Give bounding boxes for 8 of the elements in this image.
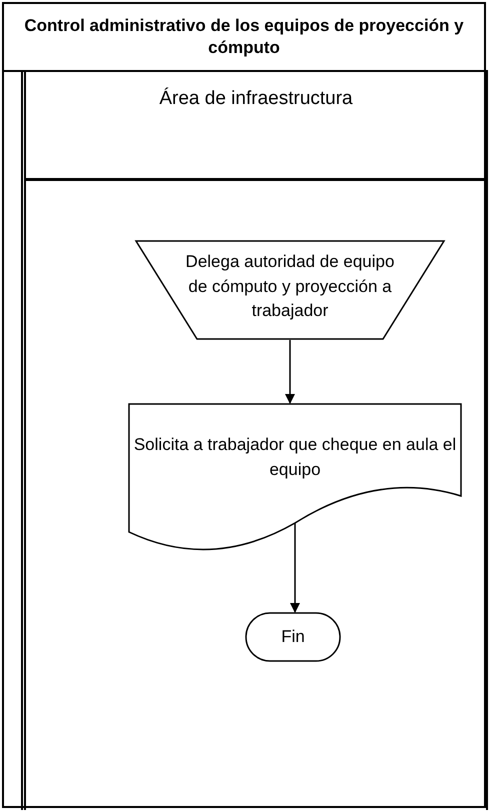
diagram-title: Control administrativo de los equipos de proyección y cómputo (23, 14, 465, 59)
lane-title: Área de infraestructura (159, 88, 353, 110)
node-label: Delega autoridad de equipo de cómputo y proyección a trabajador (185, 251, 395, 322)
arrow (290, 523, 300, 613)
swimlane (21, 70, 488, 810)
arrow (285, 340, 295, 404)
node-label: Fin (281, 626, 305, 648)
node-label: Solicita a trabajador que cheque en aula el equipo (132, 434, 458, 481)
